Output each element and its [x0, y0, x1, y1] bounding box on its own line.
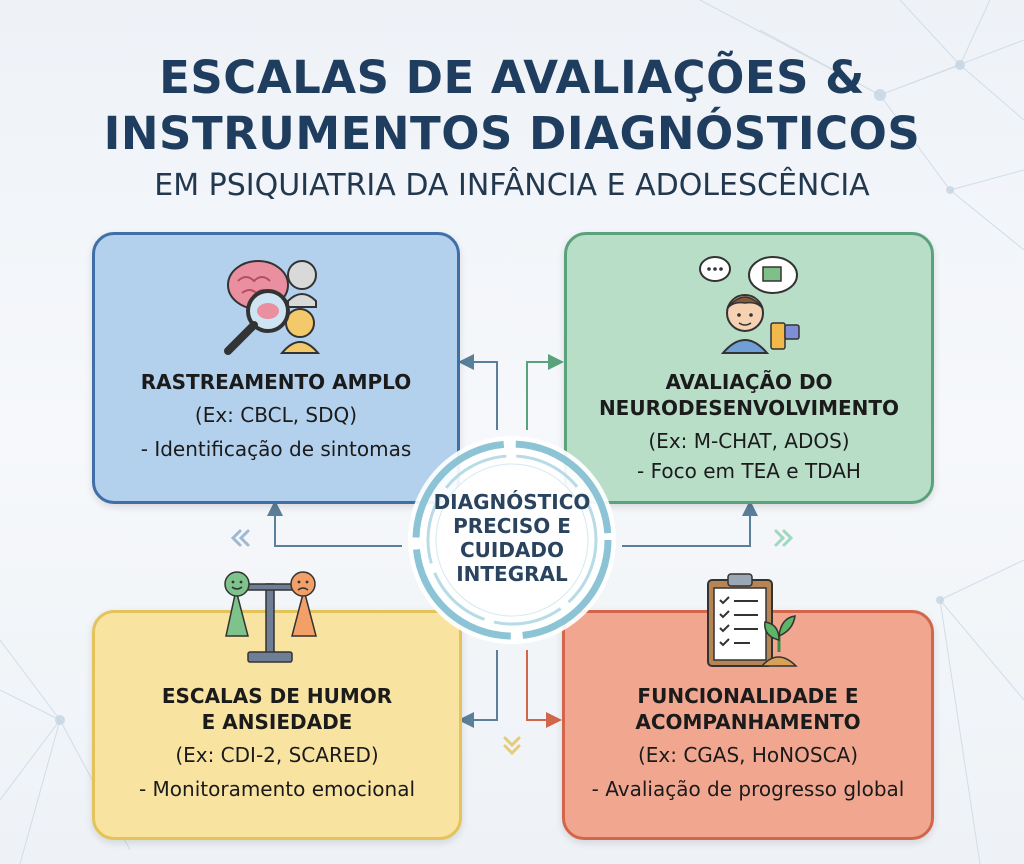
card-functional-title-line2: ACOMPANHAMENTO — [635, 710, 861, 734]
card-mood-title-line2: E ANSIEDADE — [201, 710, 353, 734]
center-line3: CUIDADO — [459, 538, 565, 562]
card-neurodevelopment: AVALIAÇÃO DO NEURODESENVOLVIMENTO (Ex: M… — [564, 232, 934, 504]
card-neurodev-note: - Foco em TEA e TDAH — [637, 459, 861, 483]
main-title-line1: ESCALAS DE AVALIAÇÕES & — [159, 51, 865, 104]
center-line1: DIAGNÓSTICO — [433, 490, 591, 514]
clipboard-plant-icon — [707, 573, 798, 667]
card-screening-note: - Identificação de sintomas — [140, 437, 412, 461]
card-screening: RASTREAMENTO AMPLO (Ex: CBCL, SDQ) - Ide… — [92, 232, 460, 504]
center-line4: INTEGRAL — [456, 562, 568, 586]
brain-magnifier-icon — [224, 260, 321, 355]
card-mood-examples: (Ex: CDI-2, SCARED) — [175, 743, 379, 767]
child-puzzle-icon — [699, 256, 800, 354]
card-screening-title: RASTREAMENTO AMPLO — [140, 370, 412, 394]
subtitle: EM PSIQUIATRIA DA INFÂNCIA E ADOLESCÊNCI… — [154, 168, 870, 203]
card-screening-examples: (Ex: CBCL, SDQ) — [194, 403, 358, 427]
card-functional-title-line1: FUNCIONALIDADE E — [637, 684, 859, 708]
center-hub — [408, 436, 616, 644]
card-neurodev-title-line1: AVALIAÇÃO DO — [665, 370, 833, 394]
card-mood-anxiety: ESCALAS DE HUMOR E ANSIEDADE (Ex: CDI-2,… — [92, 610, 462, 840]
card-neurodev-title-line2: NEURODESENVOLVIMENTO — [598, 396, 900, 420]
main-title-line2: INSTRUMENTOS DIAGNÓSTICOS — [103, 107, 921, 160]
balance-scale-faces-icon — [224, 571, 317, 663]
card-functional-note: - Avaliação de progresso global — [591, 777, 905, 801]
card-functional-examples: (Ex: CGAS, HoNOSCA) — [637, 743, 859, 767]
center-line2: PRECISO E — [453, 514, 571, 538]
card-mood-note: - Monitoramento emocional — [138, 777, 416, 801]
card-mood-title-line1: ESCALAS DE HUMOR — [161, 684, 393, 708]
center-hub-label: DIAGNÓSTICO PRECISO E CUIDADO INTEGRAL — [420, 490, 604, 586]
card-neurodev-examples: (Ex: M-CHAT, ADOS) — [648, 429, 850, 453]
